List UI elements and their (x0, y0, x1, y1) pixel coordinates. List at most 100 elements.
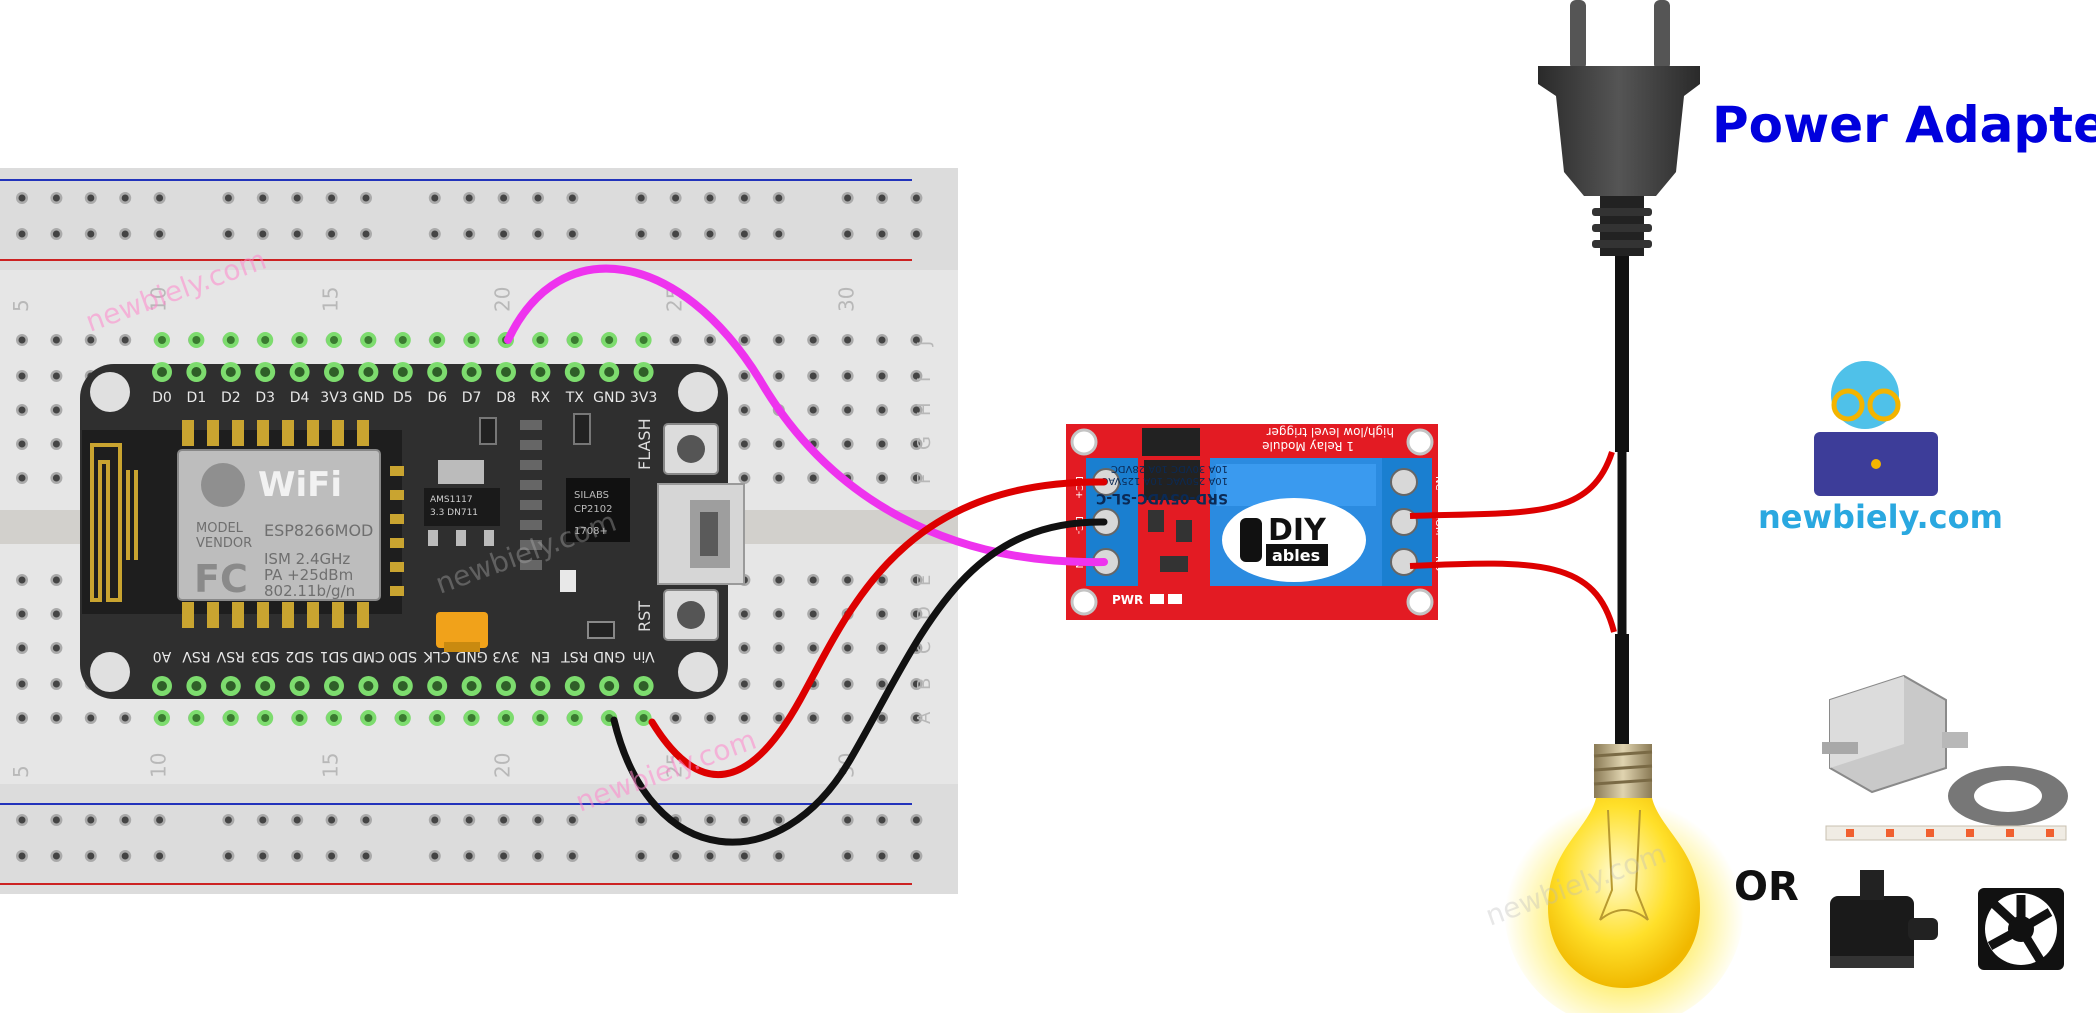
column-number: 5 (9, 299, 33, 312)
column-number: 10 (147, 753, 171, 778)
module-pa: PA +25dBm (264, 566, 353, 584)
breadboard-hole-center (844, 714, 852, 722)
breadboard-hole-center (328, 194, 336, 202)
breadboard-hole-center (52, 576, 60, 584)
module-pad (232, 602, 244, 628)
breadboard-hole-center (18, 194, 26, 202)
breadboard-hole-center (740, 714, 748, 722)
breadboard-hole-center (18, 816, 26, 824)
esp-pin-center (329, 367, 339, 377)
wifi-logo: WiFi (258, 465, 342, 505)
breadboard-hole-center (878, 406, 886, 414)
connected-hole-center (467, 714, 476, 722)
breadboard-hole-center (637, 852, 645, 860)
relay-text-2: 10A 250VAC 10A 125VAC (1101, 475, 1228, 486)
module-pad (390, 490, 404, 500)
micro-usb-port (657, 483, 745, 585)
breadboard-hole-center (328, 230, 336, 238)
breadboard-hole-center (465, 194, 473, 202)
esp-pin-label: EN (531, 648, 550, 664)
row-letter: J (914, 341, 935, 347)
breadboard-hole-center (52, 852, 60, 860)
breadboard-hole-center (809, 714, 817, 722)
esp-pin-center (397, 681, 408, 691)
usb-uart-chip: SILABS CP2102 1708+ (566, 478, 630, 542)
breadboard-hole-center (706, 230, 714, 238)
solenoid-lock-icon (1822, 674, 1968, 794)
vin-wire (648, 478, 1108, 779)
connected-hole-center (330, 714, 338, 722)
connected-hole-center (364, 714, 373, 722)
breadboard-hole-center (672, 230, 680, 238)
esp-bottom-pins (152, 676, 654, 726)
module-pad (307, 420, 319, 446)
breadboard-hole-center (809, 406, 817, 414)
connected-hole-center (570, 336, 579, 344)
connected-hole-center (467, 336, 476, 344)
esp-pin-label: D6 (427, 390, 447, 406)
led-strip-icon (1825, 766, 2068, 841)
module-pad (182, 602, 194, 628)
connected-hole-center (570, 714, 579, 722)
esp-pin-label: GND (593, 390, 625, 406)
row-letter: G (914, 436, 935, 450)
module-pad (207, 420, 219, 446)
esp-pin-center (432, 681, 443, 691)
module-pad (282, 602, 294, 628)
esp-pin-label: SD3 (251, 648, 280, 664)
light-bulb (1504, 744, 1744, 1013)
row-letter: E (914, 575, 935, 586)
breadboard-hole-center (809, 644, 817, 652)
breadboard-hole-center (18, 230, 26, 238)
breadboard-hole-center (740, 610, 748, 618)
breadboard-hole-center (809, 610, 817, 618)
breadboard-hole-center (87, 852, 95, 860)
breadboard-hole-center (775, 852, 783, 860)
esp-pin-center (397, 367, 408, 377)
connected-hole-center (261, 336, 270, 344)
esp-pin-center (569, 681, 580, 691)
column-number: 15 (319, 753, 343, 778)
breadboard-hole-center (500, 852, 508, 860)
breadboard-hole-center (224, 816, 232, 824)
esp-pin-center (466, 367, 477, 377)
water-pump-icon (1830, 870, 1938, 968)
breadboard-hole-center (878, 680, 886, 688)
gnd-wire (610, 518, 1108, 846)
breadboard-hole-center (844, 336, 852, 344)
breadboard-hole-center (568, 852, 576, 860)
breadboard-hole-center (52, 406, 60, 414)
or-label: OR (1734, 864, 1799, 910)
module-pads (182, 420, 404, 628)
breadboard-hole-center (52, 230, 60, 238)
breadboard-hole-center (52, 336, 60, 344)
breadboard-hole-center (912, 440, 920, 448)
esp-pin-label: A0 (153, 648, 171, 664)
breadboard-hole-center (328, 852, 336, 860)
breadboard-hole-center (87, 816, 95, 824)
breadboard-hole-center (568, 816, 576, 824)
breadboard-hole-center (534, 194, 542, 202)
breadboard-hole-center (775, 230, 783, 238)
esp-pin-label: CMD (352, 648, 385, 664)
relay-no-wire (1409, 560, 1617, 633)
breadboard-hole-center (912, 230, 920, 238)
module-pad (390, 466, 404, 476)
diyables-logo-bottom: ables (1272, 546, 1320, 565)
breadboard-hole-center (809, 336, 817, 344)
connected-hole-center (536, 714, 545, 722)
breadboard-hole-center (672, 336, 680, 344)
breadboard-hole-center (500, 816, 508, 824)
fan-icon (1978, 888, 2064, 970)
column-number: 20 (491, 753, 515, 778)
breadboard-hole-center (431, 230, 439, 238)
esp-pin-center (604, 367, 615, 377)
breadboard-hole-center (706, 194, 714, 202)
breadboard-hole-center (740, 194, 748, 202)
fc-mark: FC (194, 557, 248, 601)
module-pad (332, 420, 344, 446)
breadboard-hole-center (775, 680, 783, 688)
rst-button: RST (635, 589, 719, 641)
column-number: 30 (835, 287, 859, 312)
breadboard-hole-center (87, 336, 95, 344)
